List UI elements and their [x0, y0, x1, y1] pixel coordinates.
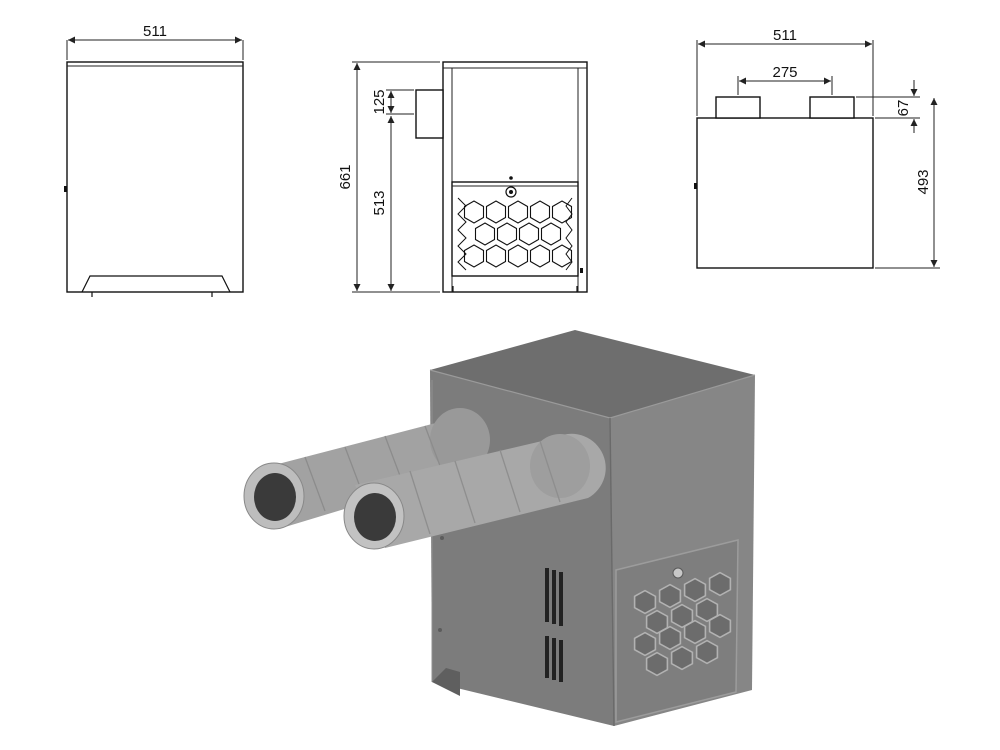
hex-cell-3d — [683, 619, 707, 645]
top-view-pipe-left — [715, 96, 761, 119]
hex-cell-3d — [633, 589, 657, 615]
hex-cell — [507, 244, 529, 268]
hex-cell-3d — [708, 613, 732, 639]
hex-cell — [551, 244, 573, 268]
hex-cell — [496, 222, 518, 246]
hex-cell — [485, 200, 507, 224]
unit-side-vents — [545, 568, 563, 682]
hex-cell — [463, 244, 485, 268]
side-width-label: 511 — [143, 23, 167, 40]
top-width-label: 511 — [773, 27, 797, 44]
top-view-pipe-right — [809, 96, 855, 119]
hex-cell — [529, 200, 551, 224]
hex-cell-3d — [658, 583, 682, 609]
hex-cell — [474, 222, 496, 246]
side-view-base-cutout — [81, 275, 231, 293]
front-view-pipe-stub — [415, 89, 444, 139]
hex-cell — [507, 200, 529, 224]
hex-cell-3d — [645, 651, 669, 677]
hex-cell-3d — [695, 639, 719, 665]
hex-cell — [551, 200, 573, 224]
unit-front-knob — [672, 567, 684, 579]
front-view-hex-grille — [457, 197, 573, 271]
hex-cell — [463, 200, 485, 224]
unit-3d-render — [243, 330, 756, 727]
unit-hex-grille — [633, 571, 732, 677]
top-pipe-spacing-label: 275 — [772, 64, 797, 81]
top-view: 511 275 67 493 — [694, 27, 940, 269]
hex-cell-3d — [695, 597, 719, 623]
top-view-body — [696, 117, 874, 269]
front-pipe-height-label: 125 — [371, 89, 388, 114]
hex-cell-3d — [658, 625, 682, 651]
unit-pipe-front — [343, 433, 606, 550]
hex-cell-3d — [683, 577, 707, 603]
top-depth-label: 493 — [915, 169, 932, 194]
hex-cell — [485, 244, 507, 268]
front-pipe-axis-height-label: 513 — [371, 190, 388, 215]
front-view: 661 125 513 — [337, 61, 588, 293]
top-pipe-length-label: 67 — [895, 100, 912, 117]
side-view-body — [66, 61, 244, 293]
unit-pipe-back — [243, 408, 490, 530]
hex-cell — [540, 222, 562, 246]
hex-cell-3d — [708, 571, 732, 597]
hex-cell-3d — [670, 645, 694, 671]
hex-cell — [518, 222, 540, 246]
hex-cell-3d — [645, 609, 669, 635]
hex-cell — [529, 244, 551, 268]
hex-cell-3d — [670, 603, 694, 629]
unit-top-face — [430, 330, 755, 418]
hex-cell-3d — [633, 631, 657, 657]
side-view: 511 — [64, 23, 244, 297]
front-total-height-label: 661 — [337, 164, 354, 189]
